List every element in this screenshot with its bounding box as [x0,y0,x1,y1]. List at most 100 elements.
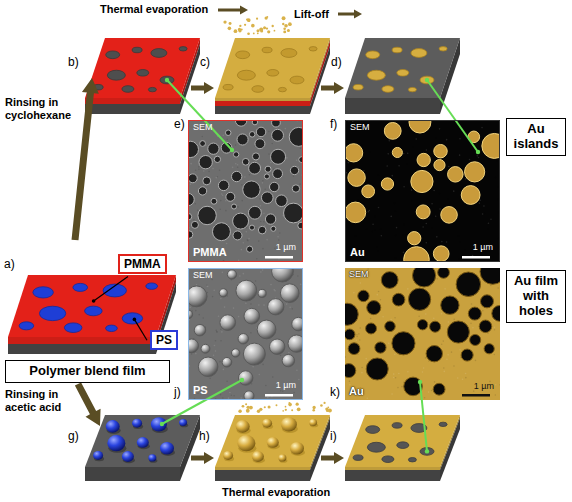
sem-grain [498,238,500,240]
line-end-dot [425,78,429,82]
sem-grain [297,275,299,277]
sem-grain [444,371,446,373]
surface-dome [281,417,297,431]
sem-domain [392,147,402,157]
sem-grain [479,199,481,201]
sem-grain [397,387,399,389]
sem-grain [226,243,228,245]
sem-grain [353,292,355,294]
gold-particle [275,404,277,406]
sem-grain [206,285,208,287]
sem-grain [458,258,460,260]
surface-domain [281,49,297,58]
sem-domain [433,246,449,262]
sem-domain [220,315,236,331]
sem-grain [495,394,497,396]
panel-letter: h) [199,430,210,444]
sem-grain [203,170,205,172]
sem-domain [233,213,249,229]
surface-domain [160,76,174,84]
sem-grain [245,231,247,233]
gold-particle [264,406,266,408]
sample-illustration [85,415,200,481]
gold-particle [268,406,271,409]
sem-grain [293,175,295,177]
sem-domain [482,133,500,158]
sem-grain [264,188,266,190]
sem-grain [443,367,445,369]
sem-grain [395,211,397,213]
surface-domain [397,442,409,449]
sem-grain [380,299,382,301]
sem-domain [244,391,254,400]
sem-domain [231,204,236,209]
sem-grain [433,317,435,319]
sem-grain [224,306,226,308]
panel-letter: e) [174,118,185,132]
sem-grain [446,358,448,360]
surface-domain [309,47,317,51]
material-label: PS [193,384,208,396]
sem-domain [408,288,430,310]
sample-front-face [215,98,310,101]
sem-grain [300,284,302,286]
sem-domain [226,192,235,201]
sem-grain [267,397,269,399]
sem-grain [279,232,281,234]
surface-domain [366,426,380,434]
sem-grain [462,378,464,380]
sem-grain [217,176,219,178]
sem-domain [237,134,248,145]
sample-illustration [345,415,460,481]
sem-domain [233,152,238,157]
material-tag: PMMA [118,254,167,274]
sample-front-face [215,470,310,481]
sem-grain [380,228,382,230]
sem-grain [247,239,249,241]
sem-grain [446,139,448,141]
sem-grain [497,199,499,201]
sem-grain [190,184,192,186]
sem-grain [403,153,405,155]
surface-domain [367,442,385,452]
sem-grain [442,340,444,342]
sem-grain [470,323,472,325]
surface-dome [309,419,317,426]
sem-domain [404,247,430,262]
sem-grain [388,342,390,344]
sem-domain [252,153,259,160]
gold-particle [285,409,287,411]
panel-letter: a) [4,258,15,272]
surface-dome [93,451,103,460]
sem-grain [482,213,484,215]
line-end-dot [425,449,429,453]
sem-domain [265,214,275,224]
gold-particle [274,30,276,32]
sem-grain [368,211,370,213]
sem-domain [236,280,257,301]
sem-grain [370,318,372,320]
sem-domain [409,120,431,133]
sem-panel: SEMPS1 µm [188,268,303,400]
sem-domain [268,299,284,315]
sem-domain [465,162,485,182]
sem-grain [215,350,217,352]
sem-grain [198,166,200,168]
sem-grain [415,138,417,140]
sem-grain [274,248,276,250]
process-arrow [321,452,344,464]
sem-grain [196,284,198,286]
sem-domain [461,186,480,205]
sem-grain [407,152,409,154]
sem-domain [232,171,242,181]
sem-grain [495,384,497,386]
sem-grain [260,271,262,273]
sem-grain [237,164,239,166]
sem-domain [272,120,281,127]
sem-grain [263,221,265,223]
sem-grain [494,327,496,329]
sem-domain [345,202,366,223]
sem-domain [375,342,386,353]
gold-particle [283,30,286,33]
sem-domain [358,290,369,301]
